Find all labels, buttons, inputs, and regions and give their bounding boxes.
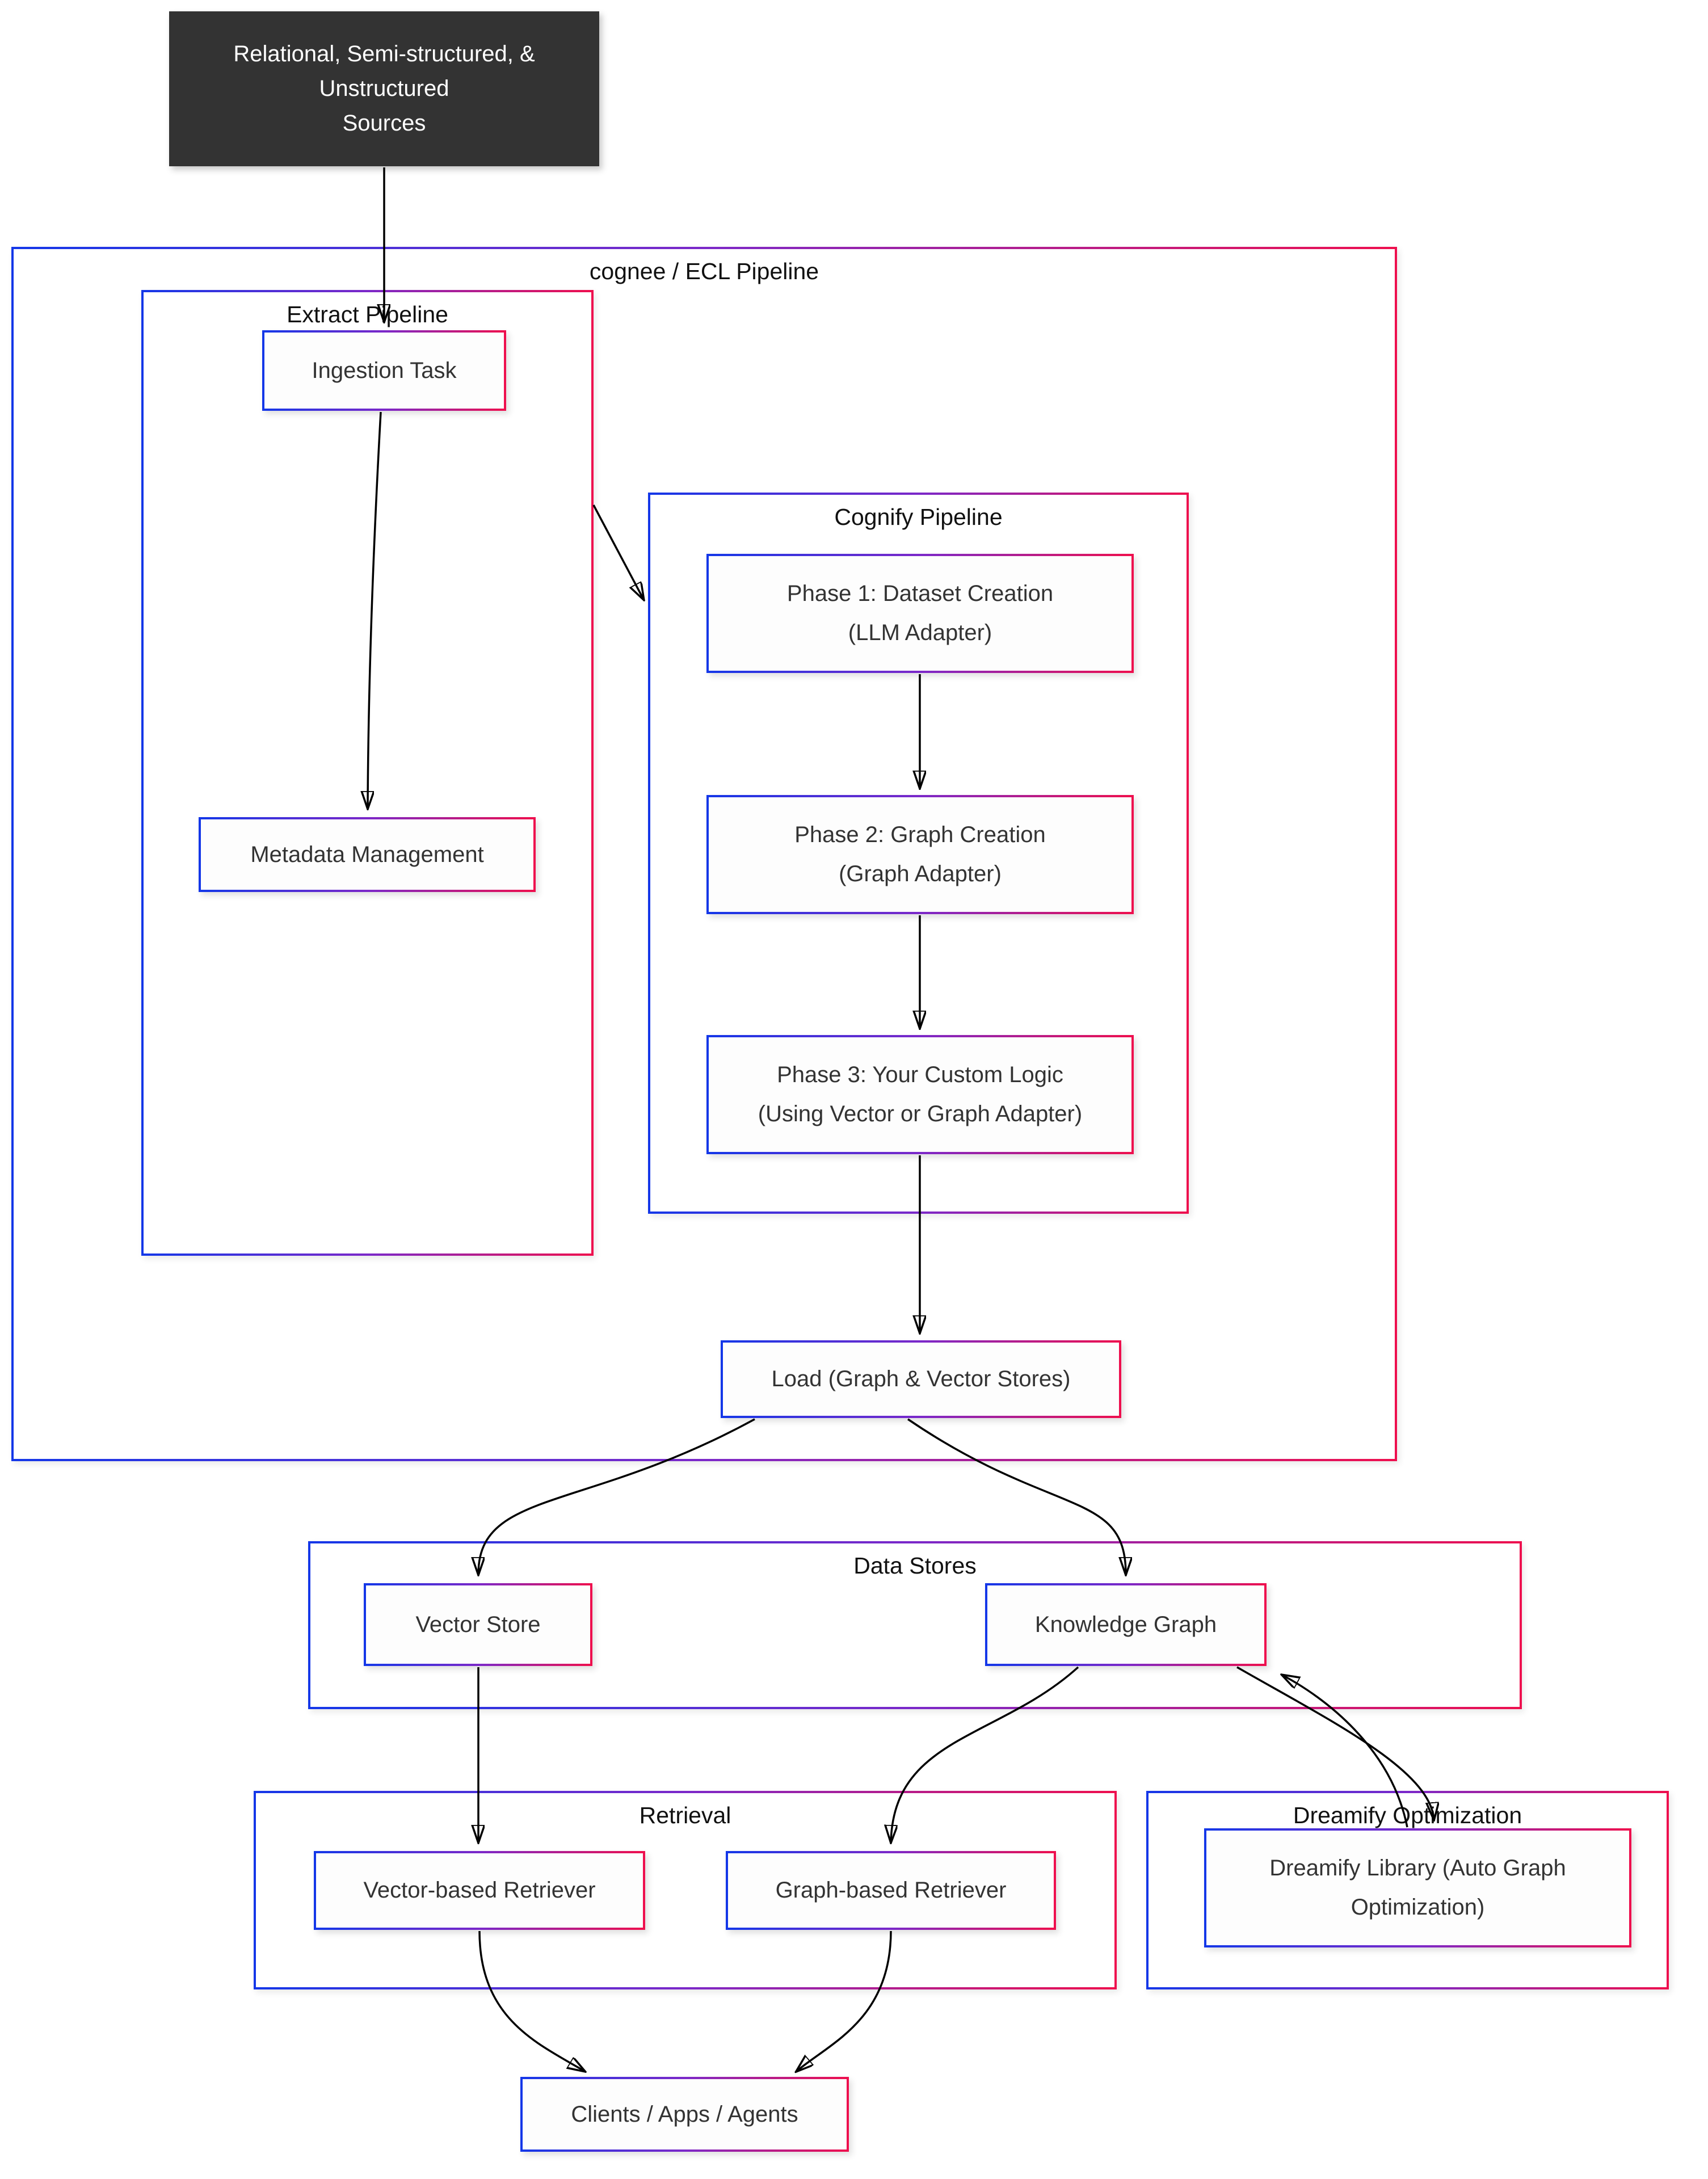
node-phase2: Phase 2: Graph Creation (Graph Adapter) (706, 795, 1134, 914)
node-phase3: Phase 3: Your Custom Logic (Using Vector… (706, 1035, 1134, 1154)
node-phase1-line1: Phase 1: Dataset Creation (786, 581, 1054, 607)
node-load-label: Load (Graph & Vector Stores) (771, 1366, 1071, 1392)
node-graph-based-retriever: Graph-based Retriever (726, 1851, 1056, 1930)
container-dreamify-optimization-label: Dreamify Optimization (1293, 1802, 1522, 1828)
node-sources-line2: Unstructured (319, 76, 449, 102)
node-ingestion-task: Ingestion Task (262, 330, 506, 411)
node-dreamify-library: Dreamify Library (Auto Graph Optimizatio… (1204, 1828, 1631, 1947)
node-clients-apps-agents-label: Clients / Apps / Agents (571, 2101, 798, 2127)
container-ecl-pipeline-label: cognee / ECL Pipeline (589, 258, 819, 284)
node-phase1-line2: (LLM Adapter) (848, 620, 992, 645)
node-knowledge-graph: Knowledge Graph (985, 1583, 1267, 1666)
node-phase3-line1: Phase 3: Your Custom Logic (777, 1062, 1063, 1088)
container-extract-pipeline-label: Extract Pipeline (287, 301, 448, 327)
node-graph-based-retriever-label: Graph-based Retriever (775, 1878, 1007, 1903)
node-ingestion-task-label: Ingestion Task (312, 357, 457, 383)
node-clients-apps-agents: Clients / Apps / Agents (520, 2077, 849, 2152)
container-retrieval-label: Retrieval (639, 1802, 731, 1828)
node-sources: Relational, Semi-structured, & Unstructu… (169, 11, 599, 166)
node-vector-based-retriever: Vector-based Retriever (314, 1851, 645, 1930)
node-dreamify-library-line1: Dreamify Library (Auto Graph (1269, 1856, 1566, 1881)
node-vector-store: Vector Store (364, 1583, 592, 1666)
node-phase3-line2: (Using Vector or Graph Adapter) (758, 1101, 1083, 1126)
container-cognify-pipeline-label: Cognify Pipeline (834, 504, 1003, 530)
node-phase1: Phase 1: Dataset Creation (LLM Adapter) (706, 554, 1134, 673)
node-dreamify-library-line2: Optimization) (1351, 1895, 1485, 1920)
container-extract-pipeline: Extract Pipeline (141, 290, 594, 1256)
node-load: Load (Graph & Vector Stores) (721, 1340, 1121, 1418)
node-metadata-management: Metadata Management (199, 817, 536, 892)
node-sources-line1: Relational, Semi-structured, & (233, 41, 535, 67)
node-knowledge-graph-label: Knowledge Graph (1034, 1612, 1217, 1637)
node-metadata-management-label: Metadata Management (250, 842, 484, 867)
node-vector-based-retriever-label: Vector-based Retriever (363, 1878, 596, 1903)
node-phase2-line1: Phase 2: Graph Creation (794, 822, 1046, 848)
node-vector-store-label: Vector Store (415, 1612, 541, 1637)
container-data-stores-label: Data Stores (853, 1553, 977, 1579)
node-phase2-line2: (Graph Adapter) (839, 861, 1002, 886)
node-sources-line3: Sources (342, 110, 426, 136)
